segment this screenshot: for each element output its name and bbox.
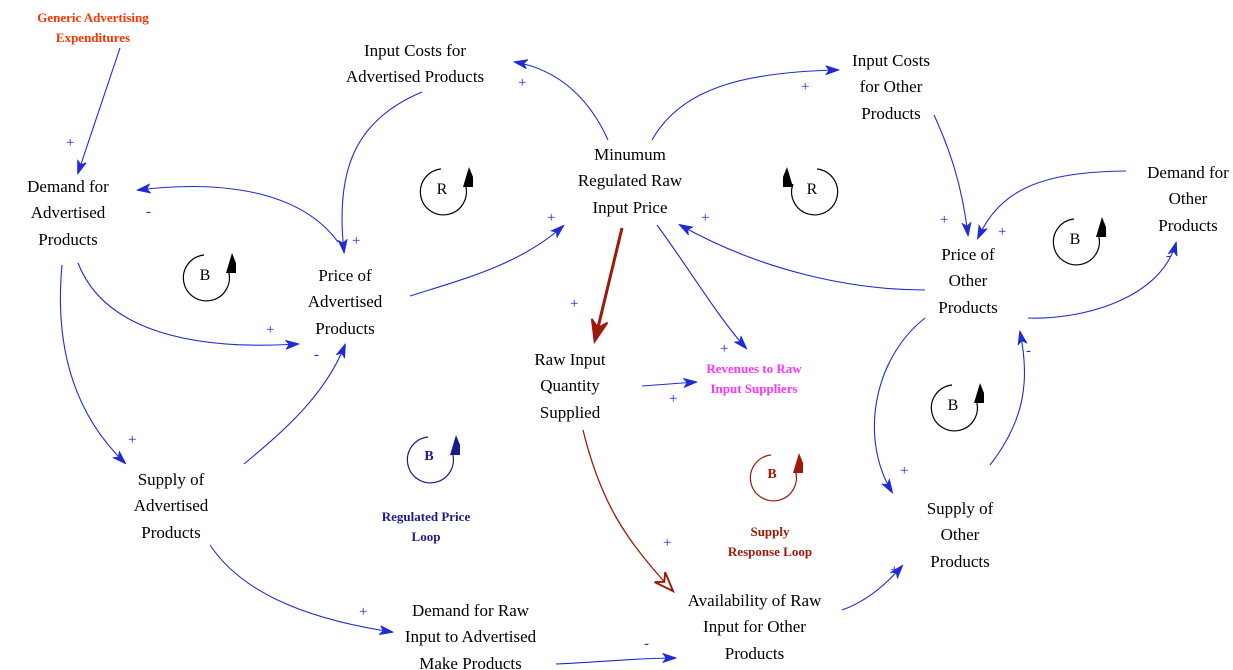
loop-letter: R <box>436 181 448 198</box>
polarity-plus: + <box>720 341 729 357</box>
polarity-plus: + <box>890 562 899 578</box>
link-price-other-to-min-price <box>680 225 926 291</box>
loop-balancing-regulated-price: B <box>400 430 460 490</box>
polarity-plus: + <box>663 535 672 551</box>
polarity-minus: - <box>644 636 649 652</box>
polarity-plus: + <box>669 391 678 407</box>
loop-reinforcing-left: R <box>413 162 473 222</box>
polarity-plus: + <box>701 210 710 226</box>
link-input-costs-adv-to-price-adv <box>342 91 423 252</box>
polarity-plus: + <box>359 604 368 620</box>
link-availability-to-supply-other <box>841 566 902 611</box>
polarity-plus: + <box>801 79 810 95</box>
loop-balancing-other-lower: B <box>924 378 984 438</box>
polarity-minus: - <box>146 204 151 220</box>
polarity-plus: + <box>998 224 1007 240</box>
link-demand-raw-to-availability <box>555 658 675 665</box>
polarity-plus: + <box>570 296 579 312</box>
link-supply-adv-to-price-adv <box>243 345 345 465</box>
loop-reinforcing-right: R <box>783 162 843 222</box>
link-demand-adv-to-supply-adv <box>59 264 125 463</box>
polarity-plus: + <box>518 75 527 91</box>
loop-letter: B <box>947 397 959 414</box>
link-min-price-to-input-costs-adv <box>515 62 609 141</box>
polarity-plus: + <box>352 233 361 249</box>
link-min-price-to-input-costs-other <box>651 70 838 141</box>
link-raw-qty-to-revenues <box>641 382 696 386</box>
link-min-price-to-raw-qty <box>595 227 624 340</box>
link-demand-other-to-price-other <box>978 170 1127 238</box>
loop-balancing-supply-response: B <box>743 448 803 508</box>
loop-letter: B <box>767 467 777 482</box>
link-price-other-to-supply-other <box>873 317 926 492</box>
polarity-plus: + <box>900 463 909 479</box>
polarity-plus: + <box>547 210 556 226</box>
polarity-plus: + <box>128 432 137 448</box>
polarity-plus: + <box>266 322 275 338</box>
link-supply-adv-to-demand-raw <box>209 544 392 632</box>
loop-letter: B <box>424 449 434 464</box>
link-demand-adv-to-price-adv <box>77 262 298 345</box>
link-generic-to-demand-adv <box>78 47 121 173</box>
link-min-price-to-revenues <box>656 224 746 348</box>
link-supply-other-to-price-other <box>989 332 1025 466</box>
loop-letter: B <box>1069 231 1081 248</box>
polarity-plus: + <box>940 212 949 228</box>
polarity-plus: + <box>66 135 75 151</box>
polarity-minus: - <box>1166 248 1171 264</box>
loop-balancing-advertised: B <box>176 248 236 308</box>
polarity-minus: - <box>1026 343 1031 359</box>
link-price-adv-to-demand-adv <box>138 187 339 243</box>
loop-letter: B <box>199 267 211 284</box>
link-price-adv-to-min-price <box>409 226 563 297</box>
loop-letter: R <box>806 181 818 198</box>
polarity-minus: - <box>314 347 319 363</box>
link-price-other-to-demand-other <box>1027 243 1176 319</box>
link-input-costs-other-to-price-other <box>933 114 968 235</box>
link-raw-qty-to-availability <box>582 429 672 590</box>
loop-balancing-other: B <box>1046 212 1106 272</box>
